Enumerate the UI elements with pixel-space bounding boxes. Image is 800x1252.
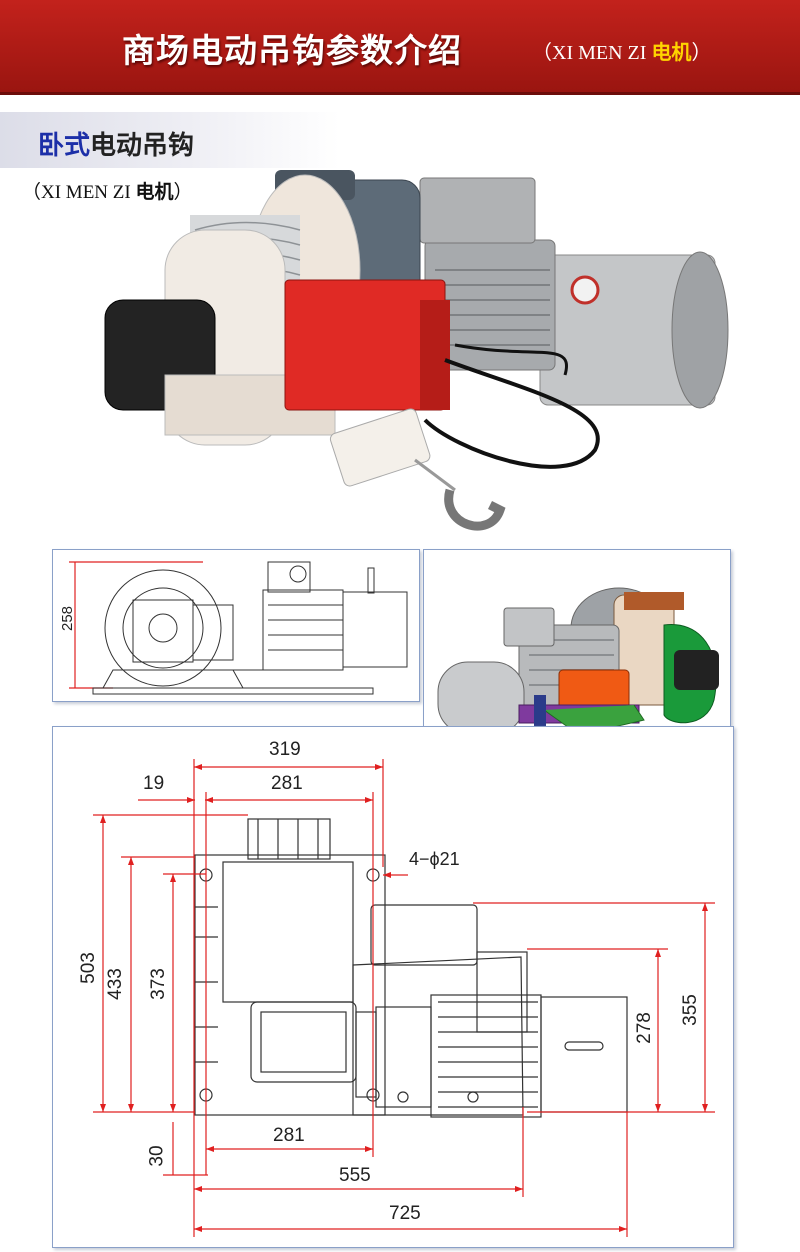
side-view-drawing-panel: 258 bbox=[52, 549, 420, 702]
render-brake bbox=[674, 650, 719, 690]
dim-319: 319 bbox=[269, 739, 301, 760]
warning-sticker bbox=[570, 275, 600, 305]
header-subtitle: （XI MEN ZI 电机） bbox=[532, 36, 711, 65]
dim-503: 503 bbox=[77, 952, 99, 984]
header-banner: 商场电动吊钩参数介绍 （XI MEN ZI 电机） bbox=[0, 0, 800, 95]
dim-281-top: 281 bbox=[271, 773, 303, 794]
lifting-hook bbox=[444, 488, 506, 531]
dim-278: 278 bbox=[633, 1012, 655, 1044]
page-title: 商场电动吊钩参数介绍 bbox=[122, 31, 462, 70]
dim-433: 433 bbox=[104, 968, 126, 1000]
terminal-box bbox=[419, 177, 536, 244]
dim-281-bottom: 281 bbox=[273, 1125, 305, 1146]
header-subtitle-highlight: 电机 bbox=[651, 40, 692, 64]
dim-373: 373 bbox=[147, 968, 169, 1000]
dim-355: 355 bbox=[679, 994, 701, 1026]
section-subtitle-prefix: （XI MEN ZI bbox=[22, 182, 136, 203]
header-subtitle-prefix: （XI MEN ZI bbox=[532, 42, 652, 64]
dimension-arrows bbox=[100, 764, 708, 1232]
dim-mounting-holes: 4−ϕ21 bbox=[409, 849, 460, 869]
section-title-blue: 卧式 bbox=[38, 131, 91, 161]
dim-725: 725 bbox=[389, 1203, 421, 1224]
dim-side-height: 258 bbox=[59, 605, 77, 632]
render-fan-cover bbox=[437, 661, 525, 735]
plan-view-drawing bbox=[93, 759, 715, 1237]
section-title-rest: 电动吊钩 bbox=[90, 131, 195, 161]
header-subtitle-suffix: ） bbox=[691, 42, 712, 64]
side-view-drawing bbox=[69, 561, 408, 695]
section-subtitle-suffix: ） bbox=[173, 182, 193, 203]
dim-19: 19 bbox=[143, 773, 165, 794]
dimension-lines bbox=[93, 759, 715, 1237]
plan-view-drawing-panel: 319 19 281 4−ϕ21 503 433 373 278 355 30 … bbox=[52, 726, 734, 1248]
dim-555: 555 bbox=[339, 1165, 371, 1186]
section-subtitle: （XI MEN ZI 电机） bbox=[22, 177, 192, 204]
product-photo bbox=[104, 170, 729, 531]
section-title: 卧式电动吊钩 bbox=[38, 125, 194, 162]
section-subtitle-bold: 电机 bbox=[135, 181, 174, 203]
pendant-control bbox=[329, 408, 431, 487]
section-heading-bar bbox=[0, 112, 340, 168]
render-3d-panel bbox=[423, 549, 731, 761]
power-cable bbox=[423, 358, 600, 469]
dim-30: 30 bbox=[146, 1145, 168, 1167]
